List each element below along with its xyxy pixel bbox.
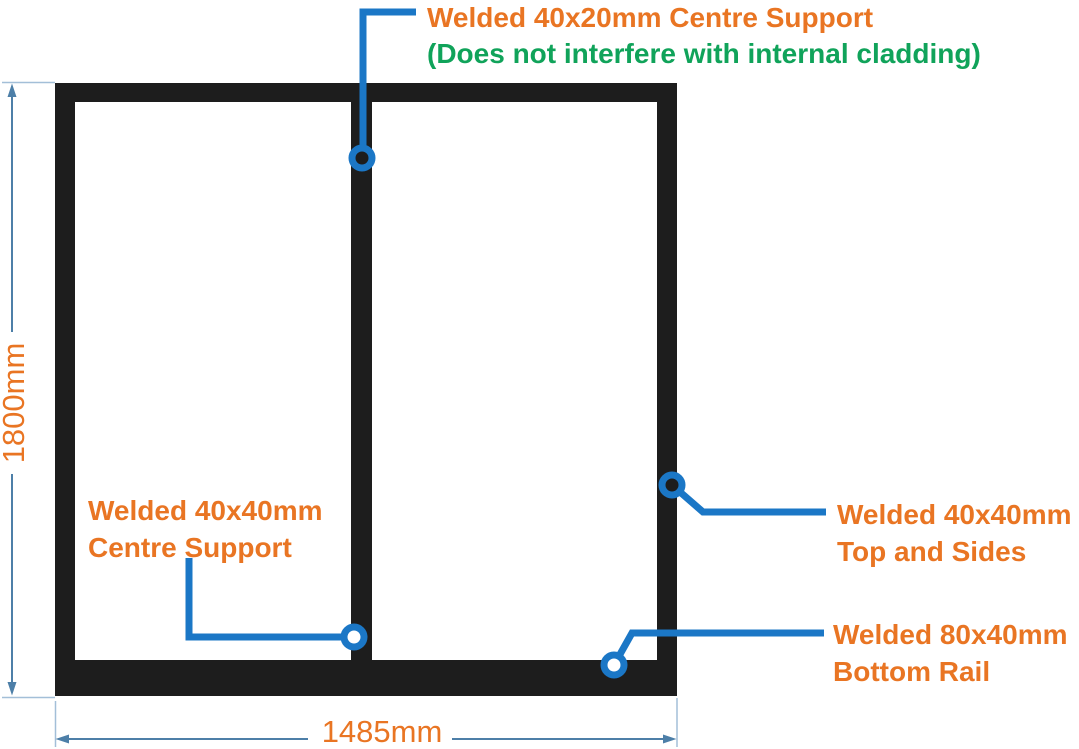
frame-left-stile (55, 83, 75, 696)
ring-marker-centre-support-top (348, 144, 376, 172)
annotation-bottom-rail: Welded 80x40mm Bottom Rail (833, 616, 1068, 690)
annotation-top-and-sides-line2: Top and Sides (837, 536, 1027, 567)
frame-centre-support-bar (351, 102, 372, 660)
width-arrow-right (663, 734, 677, 744)
height-arrow-up (7, 83, 17, 97)
ring-marker-bottom-rail (600, 651, 628, 679)
frame-right-stile (657, 83, 677, 696)
leader-line-centre-support (185, 558, 354, 641)
annotation-bottom-rail-line1: Welded 80x40mm (833, 619, 1068, 650)
annotation-centre-support-top-line2: (Does not interfere with internal claddi… (427, 38, 981, 69)
annotation-centre-support: Welded 40x40mm Centre Support (88, 492, 323, 566)
width-arrow-left (55, 734, 69, 744)
annotation-bottom-rail-line2: Bottom Rail (833, 656, 991, 687)
height-arrow-down (7, 682, 17, 696)
annotation-centre-support-top-line1: Welded 40x20mm Centre Support (427, 2, 874, 33)
frame-bottom-rail (55, 660, 677, 696)
annotation-top-and-sides-line1: Welded 40x40mm (837, 499, 1072, 530)
leader-line-centre-support-top (359, 8, 416, 158)
annotation-centre-support-line1: Welded 40x40mm (88, 495, 323, 526)
annotation-top-and-sides: Welded 40x40mm Top and Sides (837, 496, 1072, 570)
height-dimension-label: 1800mm (0, 342, 31, 464)
annotation-centre-support-top: Welded 40x20mm Centre Support (Does not … (427, 0, 981, 72)
annotation-centre-support-line2: Centre Support (88, 532, 292, 563)
ring-marker-top-and-sides (658, 471, 686, 499)
leader-line-top-and-sides (669, 482, 826, 516)
ring-marker-centre-support (340, 623, 368, 651)
width-dimension-label: 1485mm (321, 714, 443, 749)
